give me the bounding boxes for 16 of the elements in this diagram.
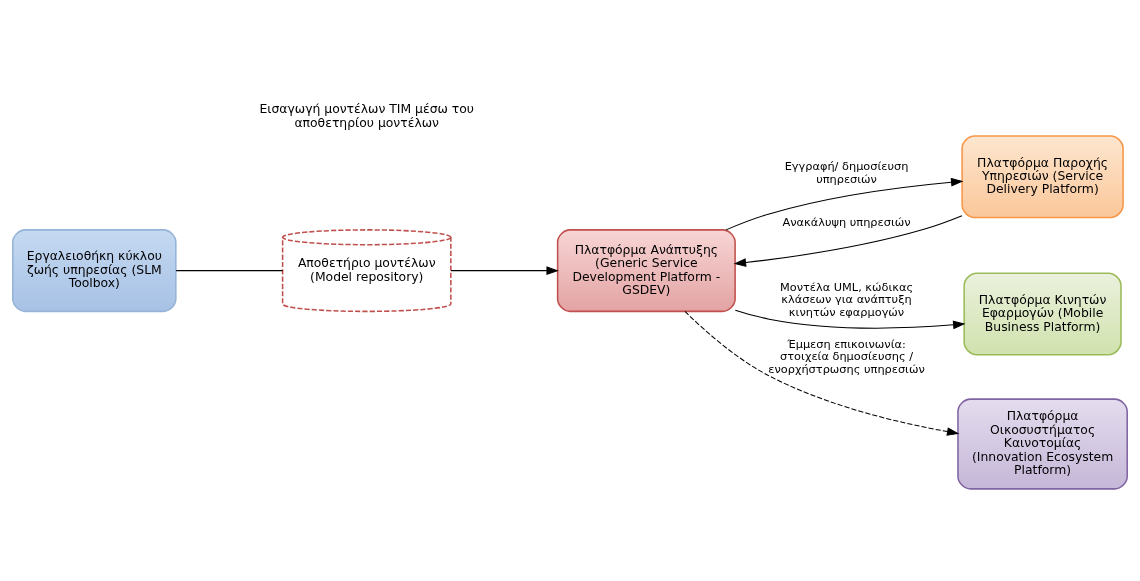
edge-label: Εγγραφή/ δημοσίευση υπηρεσιών bbox=[784, 159, 909, 186]
arrow bbox=[450, 266, 559, 275]
arrow bbox=[684, 310, 960, 436]
node-box: Εργαλειοθήκη κύκλου ζωής υπηρεσίας (SLM Toolbox) bbox=[12, 229, 177, 313]
label: Εισαγωγή μοντέλων TIM μέσω του αποθετηρίου μοντέλων bbox=[259, 102, 474, 130]
arrow bbox=[734, 309, 966, 330]
node-box: Πλατφόρμα Οικοσυστήματος Καινοτομίας (Innovation Ecosystem Platform) bbox=[957, 398, 1128, 490]
node-box: Πλατφόρμα Παροχής Υπηρεσιών (Service Delivery Platform) bbox=[961, 135, 1124, 219]
edge-label: Έμμεση επικοινωνία: στοιχεία δημοσίευσης / ενορχήστρωσης υπηρεσιών bbox=[768, 336, 925, 376]
edge-label: Μοντέλα UML, κώδικας κλάσεων για ανάπτυξη κινητών εφαρμογών bbox=[779, 280, 914, 319]
edge-label: Ανακάλυψη υπηρεσιών bbox=[782, 215, 911, 230]
arrow bbox=[733, 215, 963, 267]
node-box: Πλατφόρμα Ανάπτυξης (Generic Service Development Platform - GSDEV) bbox=[556, 229, 736, 313]
node-box: Πλατφόρμα Κινητών Εφαρμογών (Mobile Business Platform) bbox=[963, 272, 1122, 356]
arrow bbox=[725, 177, 964, 231]
connector bbox=[175, 270, 284, 272]
